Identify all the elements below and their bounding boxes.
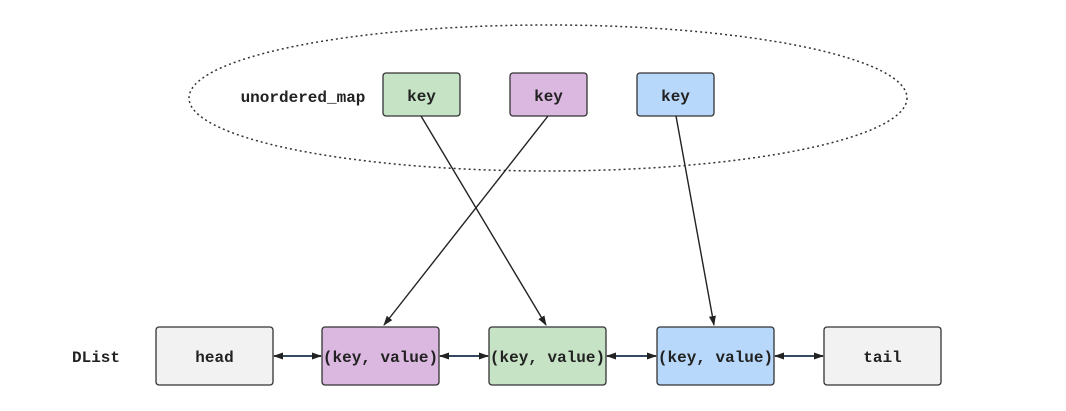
- list-node-3: (key, value): [656, 326, 775, 386]
- list-node-head-label: head: [195, 349, 233, 367]
- list-node-1: (key, value): [321, 326, 440, 386]
- pointer-key2-to-node1: [383, 115, 549, 326]
- list-node-2: (key, value): [488, 326, 607, 386]
- map-key-1-label: key: [407, 88, 436, 106]
- list-node-1-label: (key, value): [323, 349, 438, 367]
- pointer-key1-to-node2: [420, 115, 547, 326]
- unordered-map-label: unordered_map: [241, 89, 366, 107]
- list-node-tail-box: [823, 326, 942, 386]
- map-key-1: key: [382, 72, 461, 117]
- map-key-3-box: [636, 72, 715, 117]
- map-key-3-label: key: [661, 88, 690, 106]
- map-key-2: key: [509, 72, 588, 117]
- key-pointers: [383, 115, 716, 326]
- map-key-2-label: key: [534, 88, 563, 106]
- map-key-3: key: [636, 72, 715, 117]
- list-node-tail: tail: [823, 326, 942, 386]
- list-node-tail-label: tail: [863, 349, 901, 367]
- list-node-3-label: (key, value): [658, 349, 773, 367]
- unordered-map-boundary: [188, 24, 908, 172]
- pointer-key3-to-node3: [675, 115, 716, 326]
- list-node-2-label: (key, value): [490, 349, 605, 367]
- map-key-2-box: [509, 72, 588, 117]
- list-node-head: head: [155, 326, 274, 386]
- dlist-label: DList: [72, 349, 120, 367]
